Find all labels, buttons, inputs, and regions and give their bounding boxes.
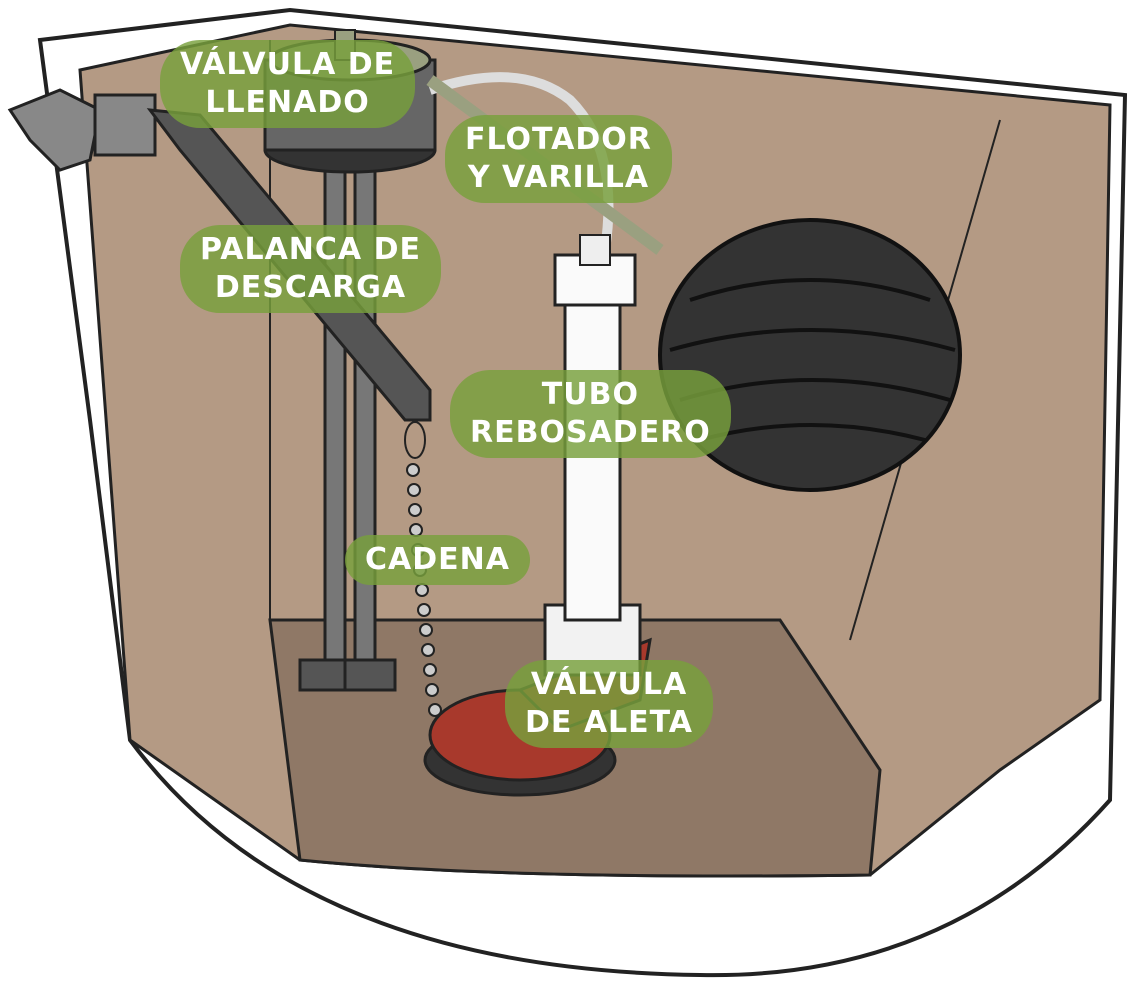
float-ball (658, 218, 962, 492)
label-chain: CADENA (345, 535, 530, 585)
label-fill-valve: VÁLVULA DE LLENADO (160, 40, 416, 128)
overflow-tube (543, 234, 642, 677)
label-overflow-tube: TUBO REBOSADERO (450, 370, 731, 458)
label-float-rod: FLOTADOR Y VARILLA (445, 115, 672, 203)
label-flush-lever: PALANCA DE DESCARGA (180, 225, 441, 313)
label-flapper: VÁLVULA DE ALETA (505, 660, 714, 748)
